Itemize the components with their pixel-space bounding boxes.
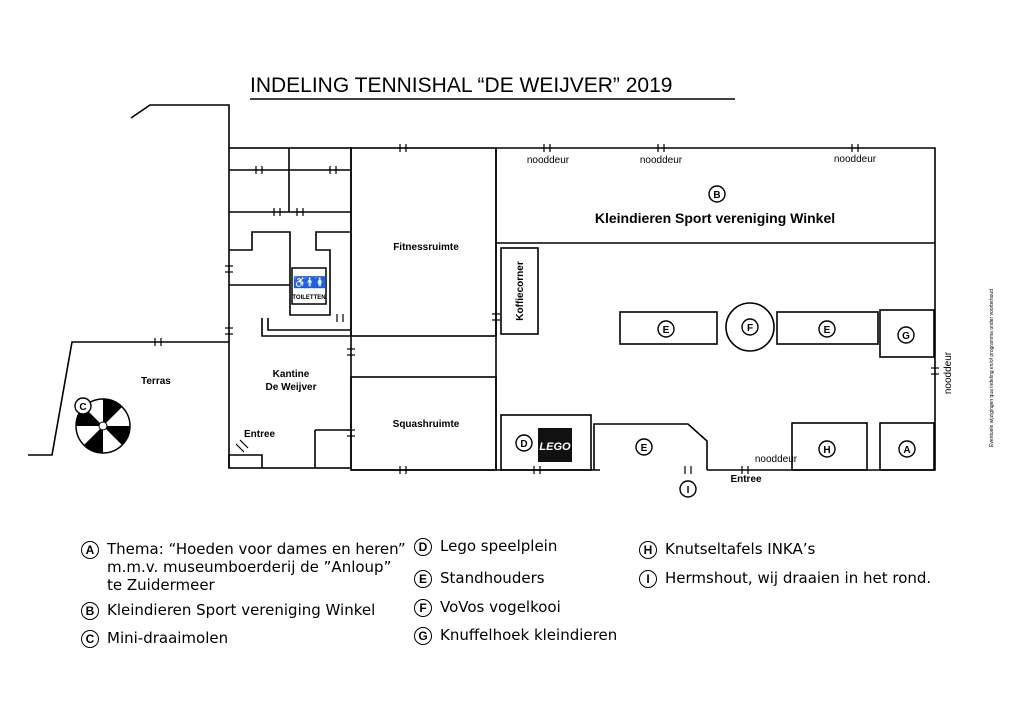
legend-label-g: Knuffelhoek kleindieren [440,626,618,644]
stand-g [879,309,935,358]
legend-item-e: E Standhouders [414,569,545,588]
legend-item-c: C Mini-draaimolen [81,629,228,648]
legend-label-a-2: m.m.v. museumboerderij de ”Anloup” [107,558,392,576]
legend-label-c: Mini-draaimolen [107,629,229,647]
bird-cage [725,302,775,352]
marker-g: G [897,326,915,344]
svg-text:D: D [520,439,527,450]
side-note: Eventuele wijzigingen qua indeling en/of… [989,289,995,447]
koffiecorner-box [500,247,539,335]
woman-icon: 🚺 [313,276,327,289]
svg-text:E: E [641,443,648,454]
legend-badge-i: I [639,570,657,588]
legend-item-a: A Thema: “Hoeden voor dames en heren” m.… [81,540,406,594]
legend-badge-d: D [414,538,432,556]
marker-e3: E [635,438,653,456]
marker-f: F [741,318,759,336]
svg-text:I: I [687,485,690,496]
toilet-label: TOILETTEN [292,295,325,301]
marker-b: B [708,185,726,203]
legend-item-d: D Lego speelplein [414,537,557,556]
marker-a: A [898,440,916,458]
legend-badge-f: F [414,599,432,617]
legend-item-g: G Knuffelhoek kleindieren [414,626,617,645]
door-marks [154,144,939,474]
main-hall-title: Kleindieren Sport vereniging Winkel [595,210,835,226]
svg-text:B: B [713,190,720,201]
nooddeur-bottom: nooddeur [755,454,798,465]
fitness-label: Fitnessruimte [393,242,459,253]
stand-e3 [593,423,708,470]
legend-badge-g: G [414,627,432,645]
legend-label-a-1: Thema: “Hoeden voor dames en heren” [107,540,406,558]
kantine-label: Kantine [273,369,310,380]
legend-label-d: Lego speelplein [440,537,558,555]
squash-label: Squashruimte [393,419,460,430]
legend-badge-h: H [639,541,657,559]
legend-item-f: F VoVos vogelkooi [414,598,561,617]
legend-label-a-3: te Zuidermeer [107,576,215,594]
svg-text:E: E [824,325,831,336]
legend-badge-a: A [81,541,99,559]
fence-top [130,104,230,148]
legend-item-b: B Kleindieren Sport vereniging Winkel [81,601,375,620]
svg-text:G: G [902,331,910,342]
svg-text:LEGO: LEGO [539,441,571,453]
svg-text:A: A [903,445,910,456]
marker-c: C [74,397,92,415]
marker-h: H [818,440,836,458]
koffiecorner-label: Koffiecorner [515,261,526,321]
lego-logo: LEGO [538,428,572,462]
marker-d: D [515,434,533,452]
stand-e1 [619,311,718,345]
legend-item-h: H Knutseltafels INKA’s [639,540,815,559]
legend-label-i: Hermshout, wij draaien in het rond. [665,569,932,587]
legend-label-f: VoVos vogelkooi [440,598,561,616]
legend-badge-b: B [81,602,99,620]
marker-e1: E [657,320,675,338]
legend-badge-c: C [81,630,99,648]
marker-i: I [679,480,697,498]
svg-text:F: F [747,323,753,334]
legend-item-i: I Hermshout, wij draaien in het rond. [639,569,931,588]
svg-text:E: E [663,325,670,336]
wheelchair-icon: ♿ [293,276,307,289]
nooddeur-right: nooddeur [943,351,954,394]
svg-text:H: H [823,445,830,456]
legend-label-b: Kleindieren Sport vereniging Winkel [107,601,376,619]
svg-text:C: C [79,402,86,413]
legend-label-h: Knutseltafels INKA’s [665,540,816,558]
nooddeur-2: nooddeur [640,155,683,166]
stand-h [791,422,868,471]
nooddeur-1: nooddeur [527,155,570,166]
lego-area [500,414,592,471]
marker-e2: E [818,320,836,338]
map-markers: B E F E G C D E H A I [74,185,916,498]
nooddeur-labels: nooddeur nooddeur nooddeur nooddeur nood… [527,154,954,465]
entree-right-label: Entree [730,474,762,485]
stand-e2 [776,311,879,345]
kantine-name-label: De Weijver [266,382,317,393]
entree-left-label: Entree [244,429,276,440]
terrace-fence [28,341,229,456]
bar-counter [261,318,350,337]
stand-a [879,422,935,471]
legend-label-e: Standhouders [440,569,545,587]
building-walls [28,104,936,471]
map-title: INDELING TENNISHAL “DE WEIJVER” 2019 [250,74,672,97]
terras-label: Terras [141,376,171,387]
toilet-sign: ♿ 🚹 🚺 TOILETTEN [291,267,327,305]
legend-badge-e: E [414,570,432,588]
man-icon: 🚹 [303,276,317,289]
room-labels: Terras Kantine De Weijver Entree Fitness… [141,242,762,485]
nooddeur-3: nooddeur [834,154,877,165]
